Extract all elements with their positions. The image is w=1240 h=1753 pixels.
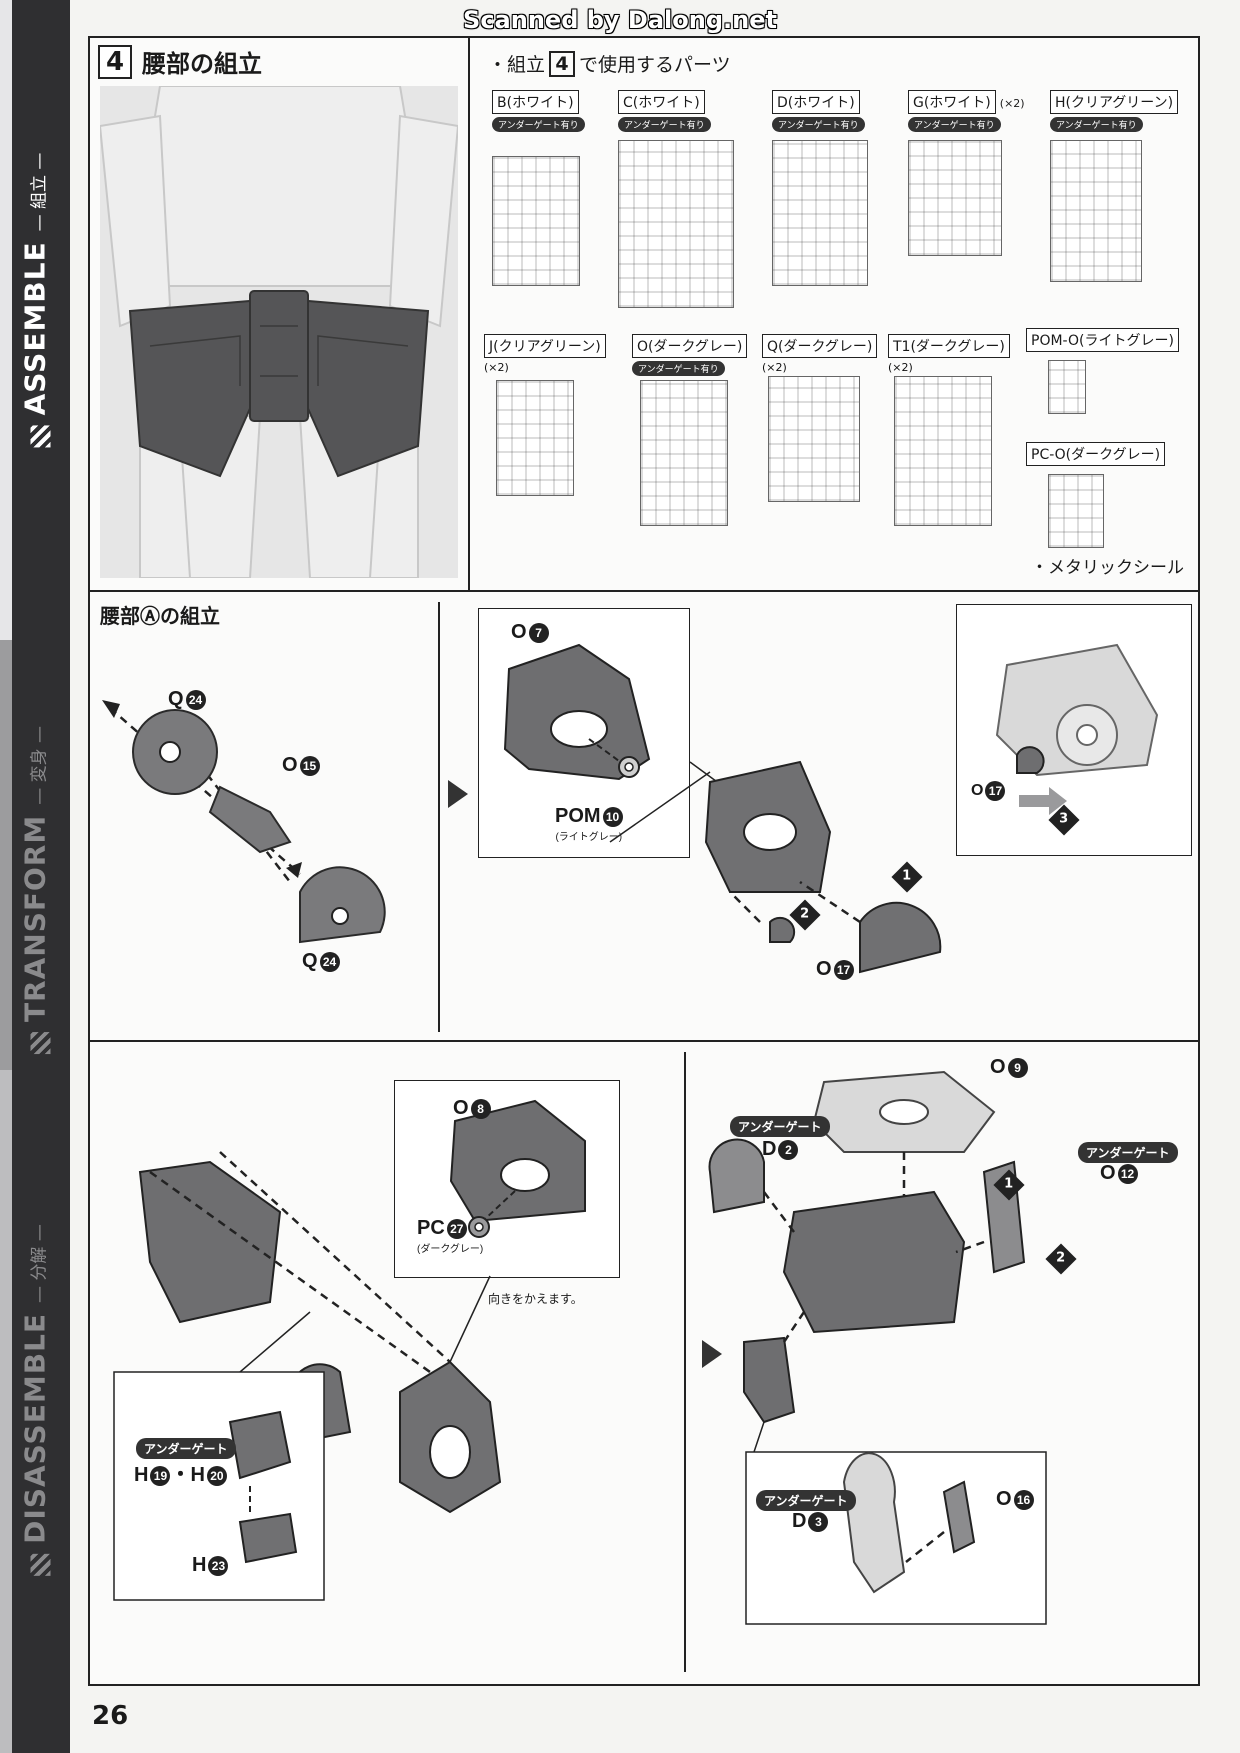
runner-g-sprue [908, 140, 1002, 256]
runner-g: G(ホワイト)(×2) アンダーゲート有り [908, 90, 1025, 256]
page-number: 26 [92, 1701, 129, 1731]
runner-h: H(クリアグリーン) アンダーゲート有り [1050, 90, 1182, 282]
runner-c: C(ホワイト) アンダーゲート有り [618, 90, 734, 308]
runner-pom-o-sprue [1048, 360, 1086, 414]
runner-d: D(ホワイト) アンダーゲート有り [772, 90, 868, 286]
waist-frame-assembly-diagram [113, 1151, 502, 1601]
step-arrow-icon [448, 780, 468, 808]
runner-h-sprue [1050, 140, 1142, 282]
runner-t1: T1(ダークグレー) (×2) [888, 334, 1010, 526]
under-gate-tag: アンダーゲート [756, 1490, 856, 1511]
under-gate-tag: アンダーゲート [136, 1438, 236, 1459]
step-heading: 4 腰部の組立 [98, 44, 262, 79]
hatch-icon [30, 1553, 50, 1576]
runner-t1-sprue [894, 376, 992, 526]
o8-frame-diagram [449, 1099, 586, 1238]
gear-assembly-diagram [102, 700, 386, 944]
hatch-icon [30, 425, 50, 448]
waist-final-assembly-diagram [708, 1070, 1047, 1625]
runner-d-sprue [772, 140, 868, 286]
under-gate-tag: アンダーゲート [730, 1116, 830, 1137]
sidebar-stripe [0, 0, 12, 640]
scan-credit: Scanned by Dalong.net [463, 6, 777, 34]
waist-hero-illustration [100, 86, 458, 578]
runner-o-sprue [640, 380, 728, 526]
direction-note: 向きをかえます。 [488, 1292, 583, 1306]
runner-b: B(ホワイト) アンダーゲート有り [492, 90, 585, 286]
sidebar-transform: TRANSFORM— 変身 — [19, 726, 52, 1055]
panel-divider [438, 602, 440, 1032]
runner-b-sprue [492, 156, 580, 286]
step-number: 4 [98, 44, 132, 79]
sidebar-assemble: ASSEMBLE— 組立 — [19, 153, 52, 448]
o7-frame-diagram [503, 643, 651, 781]
sidebar-stripe [0, 640, 12, 1070]
step-arrow-icon [702, 1340, 722, 1368]
under-gate-tag: アンダーゲート [1078, 1142, 1178, 1163]
runner-pc-o-sprue [1048, 474, 1104, 548]
panel-divider [684, 1052, 686, 1672]
runner-pc-o: PC-O(ダークグレー) [1026, 442, 1169, 548]
step-overview-panel: 4 腰部の組立 [90, 38, 470, 592]
runner-c-sprue [618, 140, 734, 308]
runner-j-sprue [496, 380, 574, 496]
robot-waist-figure [100, 86, 458, 578]
hatch-icon [30, 1032, 50, 1055]
o7-assembly-diagram [609, 760, 942, 974]
sticker-note: ・メタリックシール [1031, 558, 1184, 578]
waist-a-title: 腰部Ⓐの組立 [100, 604, 220, 628]
section-sidebar: ASSEMBLE— 組立 — TRANSFORM— 変身 — DISASSEMB… [0, 0, 70, 1753]
runner-j: J(クリアグリーン) (×2) [484, 334, 606, 496]
runner-pom-o: POM-O(ライトグレー) [1026, 328, 1183, 414]
runner-q: Q(ダークグレー) (×2) [762, 334, 878, 502]
runner-o: O(ダークグレー) アンダーゲート有り [632, 334, 751, 526]
sidebar-stripe [0, 1070, 12, 1753]
sidebar-disassemble: DISASSEMBLE— 分解 — [19, 1224, 52, 1576]
o17-position-diagram [995, 643, 1159, 815]
instruction-page: 4 腰部の組立 [88, 36, 1200, 1686]
runner-q-sprue [768, 376, 860, 502]
step-title: 腰部の組立 [142, 50, 262, 78]
